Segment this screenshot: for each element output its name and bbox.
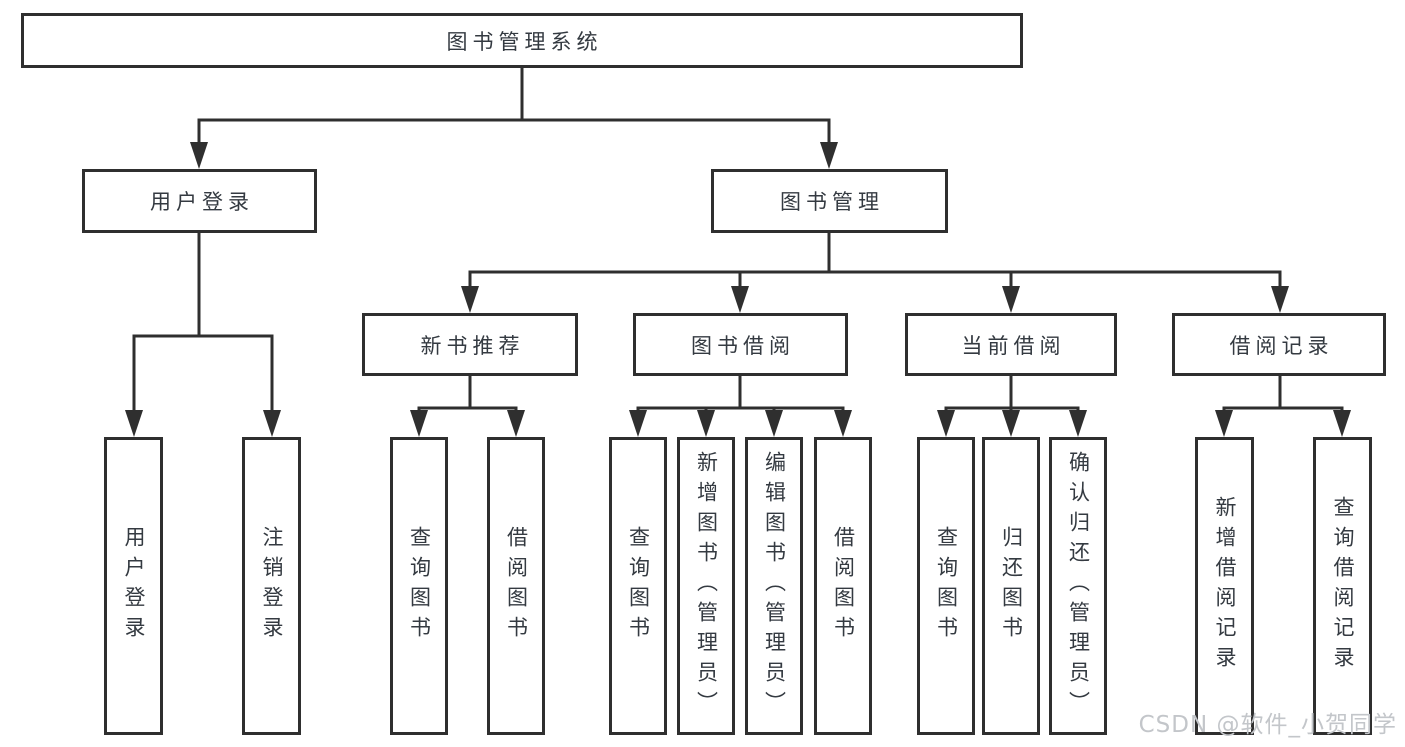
node-borrowing-records: 借阅记录 xyxy=(1172,313,1386,376)
leaf-user-login: 用户登录 xyxy=(104,437,163,735)
node-new-book-recommendation: 新书推荐 xyxy=(362,313,578,376)
arrowheads xyxy=(125,142,1351,437)
node-label: 借阅图书 xyxy=(504,526,529,646)
node-book-management-branch: 图书管理 xyxy=(711,169,948,233)
node-label: 当前借阅 xyxy=(961,333,1066,358)
node-label: 用户登录 xyxy=(122,526,146,646)
node-user-login-branch: 用户登录 xyxy=(82,169,317,233)
node-label: 图书管理 xyxy=(780,190,884,214)
node-label: 新书推荐 xyxy=(420,333,525,358)
node-label: 借阅图书 xyxy=(831,526,856,646)
node-label: 查询图书 xyxy=(626,526,651,646)
leaf-add-borrow-record: 新增借阅记录 xyxy=(1195,437,1254,735)
node-current-borrowing: 当前借阅 xyxy=(905,313,1117,376)
node-label: 图书借阅 xyxy=(691,333,795,358)
node-label: 图书管理系统 xyxy=(446,29,603,54)
csdn-watermark: CSDN @软件_小贺同学 xyxy=(1138,712,1397,738)
node-label: 查询借阅记录 xyxy=(1331,496,1355,676)
leaf-query-books-3: 查询图书 xyxy=(917,437,975,735)
leaf-query-books-2: 查询图书 xyxy=(609,437,667,735)
node-label: 借阅记录 xyxy=(1229,333,1334,358)
node-label: 新增借阅记录 xyxy=(1213,496,1237,676)
node-book-borrowing: 图书借阅 xyxy=(633,313,848,376)
leaf-query-borrow-record: 查询借阅记录 xyxy=(1313,437,1372,735)
leaf-query-books-1: 查询图书 xyxy=(390,437,448,735)
leaf-edit-books-admin: 编辑图书（管理员） xyxy=(745,437,803,735)
node-label: 新增图书（管理员） xyxy=(694,451,719,721)
leaf-confirm-return-admin: 确认归还（管理员） xyxy=(1049,437,1107,735)
leaf-borrow-books-1: 借阅图书 xyxy=(487,437,545,735)
node-library-management-system: 图书管理系统 xyxy=(21,13,1023,68)
node-label: 查询图书 xyxy=(407,526,432,646)
node-label: 确认归还（管理员） xyxy=(1066,451,1091,721)
node-label: 归还图书 xyxy=(999,526,1024,646)
node-label: 注销登录 xyxy=(260,526,284,646)
leaf-borrow-books-2: 借阅图书 xyxy=(814,437,872,735)
node-label: 编辑图书（管理员） xyxy=(762,451,787,721)
node-label: 查询图书 xyxy=(934,526,959,646)
leaf-logout: 注销登录 xyxy=(242,437,301,735)
node-label: 用户登录 xyxy=(150,190,254,214)
leaf-add-books-admin: 新增图书（管理员） xyxy=(677,437,735,735)
leaf-return-books: 归还图书 xyxy=(982,437,1040,735)
